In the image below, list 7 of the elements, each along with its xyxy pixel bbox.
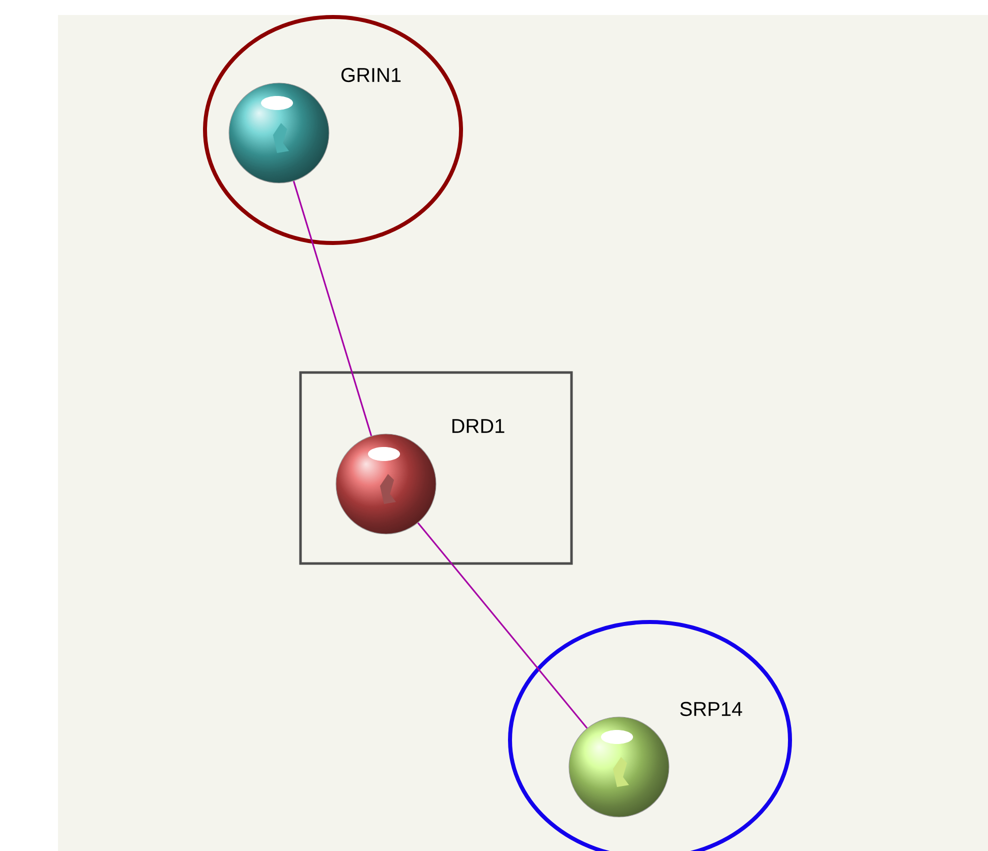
protein-label: GRIN1 xyxy=(341,68,401,82)
group-oval xyxy=(203,15,463,245)
protein-label: SRP14 xyxy=(680,702,742,716)
edge-line xyxy=(292,180,372,436)
protein-label: DRD1 xyxy=(452,419,504,433)
edge-line xyxy=(417,522,588,729)
group-box xyxy=(299,371,573,565)
